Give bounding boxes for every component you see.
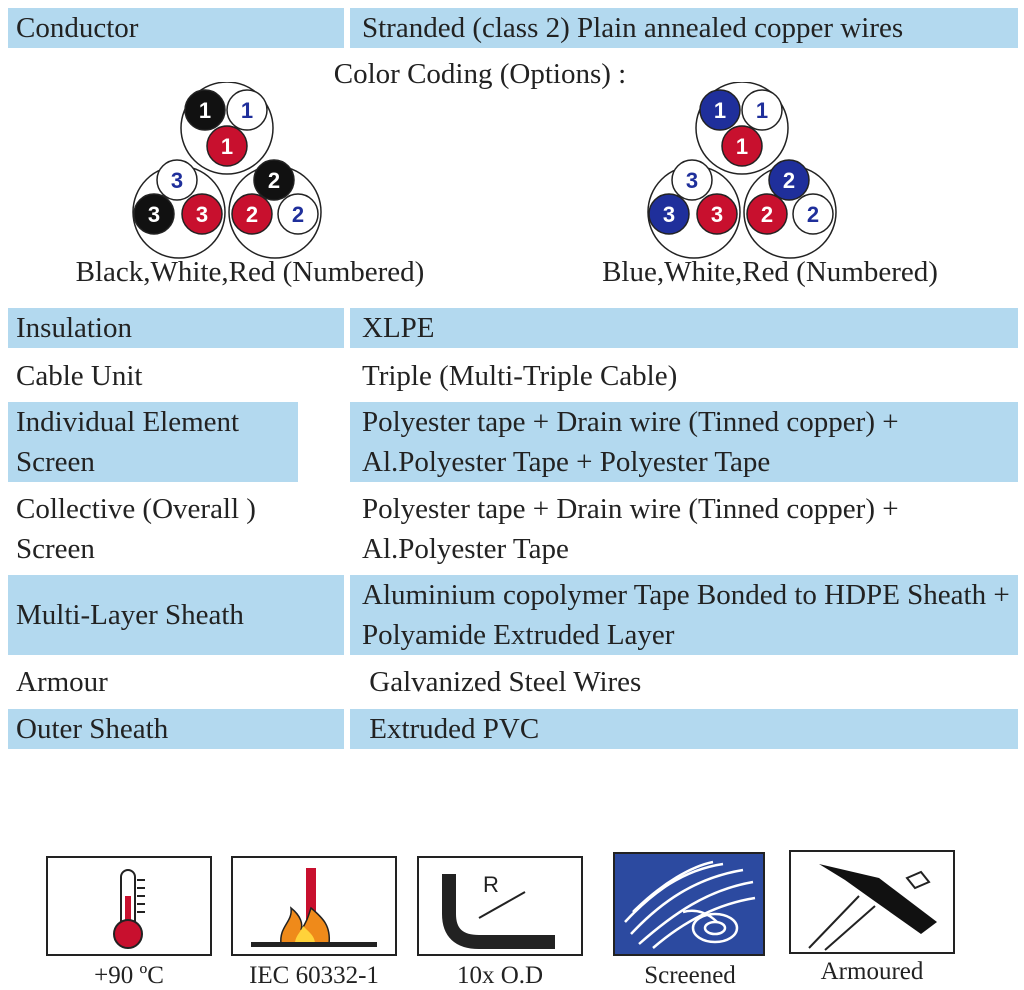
- spec-value: Polyester tape + Drain wire (Tinned copp…: [362, 493, 899, 565]
- icon-caption: 10x O.D: [456, 962, 544, 989]
- core-red: [181, 193, 223, 235]
- spec-value: Aluminium copolymer Tape Bonded to HDPE …: [350, 575, 1018, 655]
- spec-value: Triple (Multi-Triple Cable): [362, 360, 678, 392]
- spec-row-collective-screen: Collective (Overall ) Screen Polyester t…: [8, 489, 1018, 569]
- svg-text:2: 2: [761, 202, 773, 227]
- cable-diagram-black-white-red: 1 1 1 3 2 3 3 2 2: [132, 82, 322, 259]
- core-white: [277, 193, 319, 235]
- svg-text:2: 2: [292, 202, 304, 227]
- flame-test-icon: [231, 856, 397, 956]
- svg-text:1: 1: [714, 98, 726, 123]
- spec-value: Stranded (class 2) Plain annealed copper…: [350, 8, 1018, 48]
- spec-value: Galvanized Steel Wires: [362, 666, 642, 698]
- core-white: [792, 193, 834, 235]
- spec-row-multi-layer-sheath: Multi-Layer Sheath Aluminium copolymer T…: [8, 575, 1018, 655]
- cable-diagram-blue-white-red: 1 1 1 3 2 3 3 2 2: [647, 82, 837, 259]
- icon-caption: IEC 60332-1: [249, 962, 379, 989]
- core-blue: [768, 159, 810, 201]
- spec-value: Polyester tape + Drain wire (Tinned copp…: [350, 402, 1018, 482]
- svg-text:3: 3: [663, 202, 675, 227]
- core-white: [671, 159, 713, 201]
- color-option-caption: Blue,White,Red (Numbered): [602, 256, 938, 288]
- spec-label: Armour: [16, 666, 108, 698]
- core-black: [253, 159, 295, 201]
- spec-value: Extruded PVC: [350, 709, 1018, 749]
- spec-label: Multi-Layer Sheath: [8, 575, 344, 655]
- svg-text:1: 1: [199, 98, 211, 123]
- svg-text:3: 3: [171, 168, 183, 193]
- screened-icon: [613, 852, 765, 956]
- spec-label: Collective (Overall ) Screen: [16, 493, 256, 565]
- core-red: [721, 125, 763, 167]
- core-red: [746, 193, 788, 235]
- spec-row-insulation: Insulation XLPE: [8, 308, 1018, 348]
- core-white: [226, 89, 268, 131]
- icon-caption: Screened: [644, 962, 736, 989]
- core-black: [184, 89, 226, 131]
- spec-row-armour: Armour Galvanized Steel Wires: [8, 662, 1018, 702]
- svg-text:3: 3: [148, 202, 160, 227]
- spec-row-conductor: Conductor Stranded (class 2) Plain annea…: [8, 8, 1018, 48]
- spec-label: Insulation: [8, 308, 344, 348]
- spec-row-outer-sheath: Outer Sheath Extruded PVC: [8, 709, 1018, 749]
- core-black: [133, 193, 175, 235]
- spec-label: Cable Unit: [16, 360, 143, 392]
- svg-text:1: 1: [241, 98, 253, 123]
- svg-text:3: 3: [686, 168, 698, 193]
- color-option-caption: Black,White,Red (Numbered): [75, 256, 425, 288]
- spec-label: Outer Sheath: [8, 709, 344, 749]
- core-red: [206, 125, 248, 167]
- svg-text:2: 2: [246, 202, 258, 227]
- bending-radius-icon: R: [417, 856, 583, 956]
- icon-caption: +90 ºC: [94, 962, 164, 989]
- core-red: [696, 193, 738, 235]
- svg-text:1: 1: [736, 134, 748, 159]
- spec-label: Individual Element Screen: [8, 402, 298, 482]
- spec-label: Conductor: [8, 8, 344, 48]
- svg-text:3: 3: [711, 202, 723, 227]
- armoured-icon: [789, 850, 955, 954]
- spec-row-cable-unit: Cable Unit Triple (Multi-Triple Cable): [8, 356, 1018, 396]
- core-red: [231, 193, 273, 235]
- spec-row-individual-screen: Individual Element Screen Polyester tape…: [8, 402, 1018, 482]
- spec-value: XLPE: [350, 308, 1018, 348]
- svg-text:2: 2: [783, 168, 795, 193]
- svg-text:2: 2: [807, 202, 819, 227]
- radius-symbol: R: [483, 872, 499, 897]
- svg-text:3: 3: [196, 202, 208, 227]
- core-blue: [648, 193, 690, 235]
- svg-text:2: 2: [268, 168, 280, 193]
- core-white: [741, 89, 783, 131]
- core-white: [156, 159, 198, 201]
- svg-text:1: 1: [221, 134, 233, 159]
- svg-text:1: 1: [756, 98, 768, 123]
- icon-caption: Armoured: [820, 958, 924, 985]
- color-coding-title: Color Coding (Options) :: [333, 58, 627, 90]
- thermometer-icon: [46, 856, 212, 956]
- core-blue: [699, 89, 741, 131]
